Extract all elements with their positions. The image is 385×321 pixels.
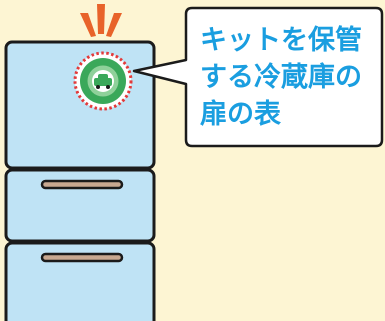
callout-text: キットを保管 する冷蔵庫の 扉の表 <box>200 25 362 130</box>
middle-drawer-handle <box>40 179 124 190</box>
fridge-top-door <box>4 40 156 170</box>
kit-storage-sticker-icon <box>73 51 133 111</box>
fridge-bottom-drawer <box>4 241 156 321</box>
bottom-drawer-handle <box>40 252 124 263</box>
callout-bubble <box>132 6 384 148</box>
alert-marks-icon <box>80 4 122 37</box>
